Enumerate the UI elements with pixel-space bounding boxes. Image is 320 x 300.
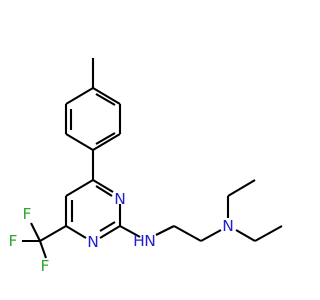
bond-c6-cf3 [39,225,67,242]
pyrimidine-ring [64,179,122,239]
atom-n-pyrimidine-bottom: N [87,233,99,251]
atom-n-tertiary-amine: N [222,217,234,235]
bond-ring-a6 [92,87,121,105]
bond-ch2-n [200,229,222,242]
bond-n-ethyl1-b [227,179,256,197]
bond-pyr-4 [65,225,87,239]
bond-ring-a1 [65,87,94,105]
atom-f-bottom: F [41,257,50,275]
bond-pyr-1-double [95,185,113,197]
bond-pyr-3 [99,225,121,239]
atom-f-left: F [9,232,18,250]
diethylaminoethyl-chain [119,179,283,242]
tolyl-ring [64,58,122,151]
bond-nh-ch2 [155,225,175,236]
molecule-structure: N N N H N F F F [9,58,283,275]
atom-n-secondary-amine: N [144,232,156,250]
bond-ring-a3 [65,133,94,151]
bond-n-ethyl2-a [235,229,256,242]
bond-ring-a-double3 [95,93,116,106]
bond-cf3-f-bottom [39,240,47,259]
bond-ring-a-double2 [95,132,116,145]
bond-pyr-1 [92,179,114,193]
trifluoromethyl-group [22,222,67,259]
bond-pyr-3-double [99,221,116,232]
bond-ch2-ch2 [173,225,202,242]
bond-c2-nh [119,225,141,238]
bond-pyr-6 [65,179,94,197]
bond-ring-a4 [92,133,121,151]
bond-cf3-f-top [30,222,41,242]
atom-n-pyrimidine-top: N [114,190,126,208]
atom-f-top: F [23,205,32,223]
atom-h-secondary-amine: H [133,232,145,250]
bond-n-ethyl2-b [254,225,283,242]
